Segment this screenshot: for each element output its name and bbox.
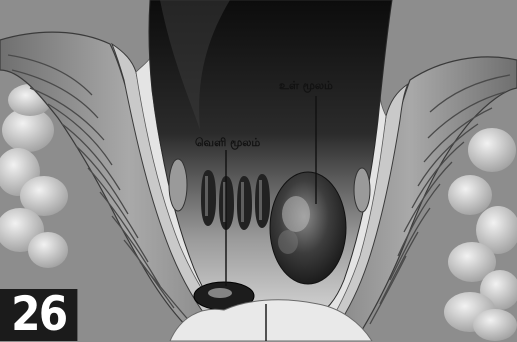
page-number: 26 <box>0 289 77 341</box>
internal-hemorrhoid <box>270 172 346 284</box>
label-external-hemorrhoid: வெளி மூலம் <box>195 137 260 148</box>
vein-nodule-right <box>354 168 370 212</box>
hemorrhoid-highlight <box>282 196 310 232</box>
vein-nodule-left <box>169 159 187 211</box>
label-internal-hemorrhoid: உள் மூலம் <box>279 80 333 91</box>
